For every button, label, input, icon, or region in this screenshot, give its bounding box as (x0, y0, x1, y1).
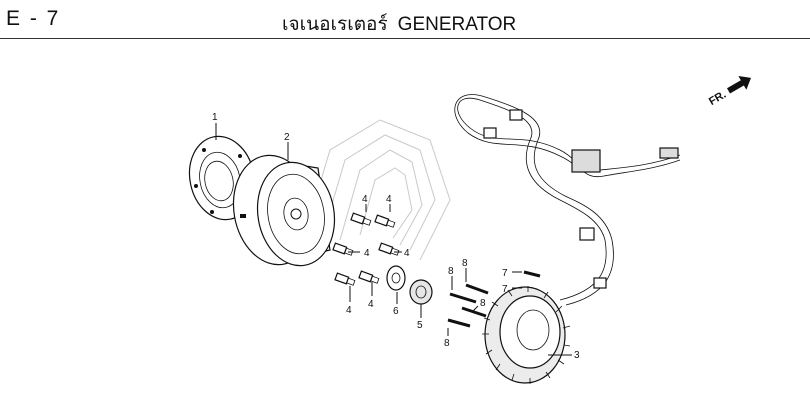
callout-1: 1 (212, 112, 218, 123)
wire-harness (454, 94, 681, 306)
part-3-stator (482, 286, 571, 384)
section-code: E - 7 (6, 7, 61, 30)
callout-4-a: 4 (362, 194, 368, 205)
front-label: FR. (707, 89, 728, 108)
callout-8-c: 8 (480, 298, 486, 309)
page-header: E - 7 เจเนอเรเตอร์ GENERATOR (0, 0, 810, 39)
callout-labels: 1 2 3 4 4 4 4 4 4 5 6 7 7 8 8 8 8 (212, 112, 580, 361)
exploded-parts-diagram: FR. (188, 75, 752, 384)
callout-4-c: 4 (364, 248, 370, 259)
part-5-nut (409, 279, 433, 305)
callout-7-b: 7 (502, 284, 508, 295)
title-english: GENERATOR (397, 14, 517, 35)
watermark-logo (299, 119, 451, 261)
callout-8-a: 8 (448, 266, 454, 277)
front-direction-indicator: FR. (707, 75, 752, 108)
callout-4-e: 4 (346, 305, 352, 316)
part-6-washer (386, 265, 406, 291)
page-title: เจเนอเรเตอร์ GENERATOR (282, 9, 516, 39)
header-divider (0, 38, 810, 39)
callout-5: 5 (417, 320, 423, 331)
callout-3: 3 (574, 350, 580, 361)
title-thai: เจเนอเรเตอร์ (282, 14, 388, 35)
callout-7-a: 7 (502, 268, 508, 279)
callout-2: 2 (284, 132, 290, 143)
leader-lines (215, 123, 572, 356)
callout-8-b: 8 (462, 258, 468, 269)
callout-4-b: 4 (386, 194, 392, 205)
callout-6: 6 (393, 306, 399, 317)
part-2-flywheel (232, 154, 336, 267)
front-arrow-icon (727, 75, 752, 94)
callout-8-d: 8 (444, 338, 450, 349)
part-4-bolts (332, 212, 400, 286)
callout-4-f: 4 (368, 299, 374, 310)
callout-4-d: 4 (404, 248, 410, 259)
part-8-bolts (447, 283, 489, 328)
